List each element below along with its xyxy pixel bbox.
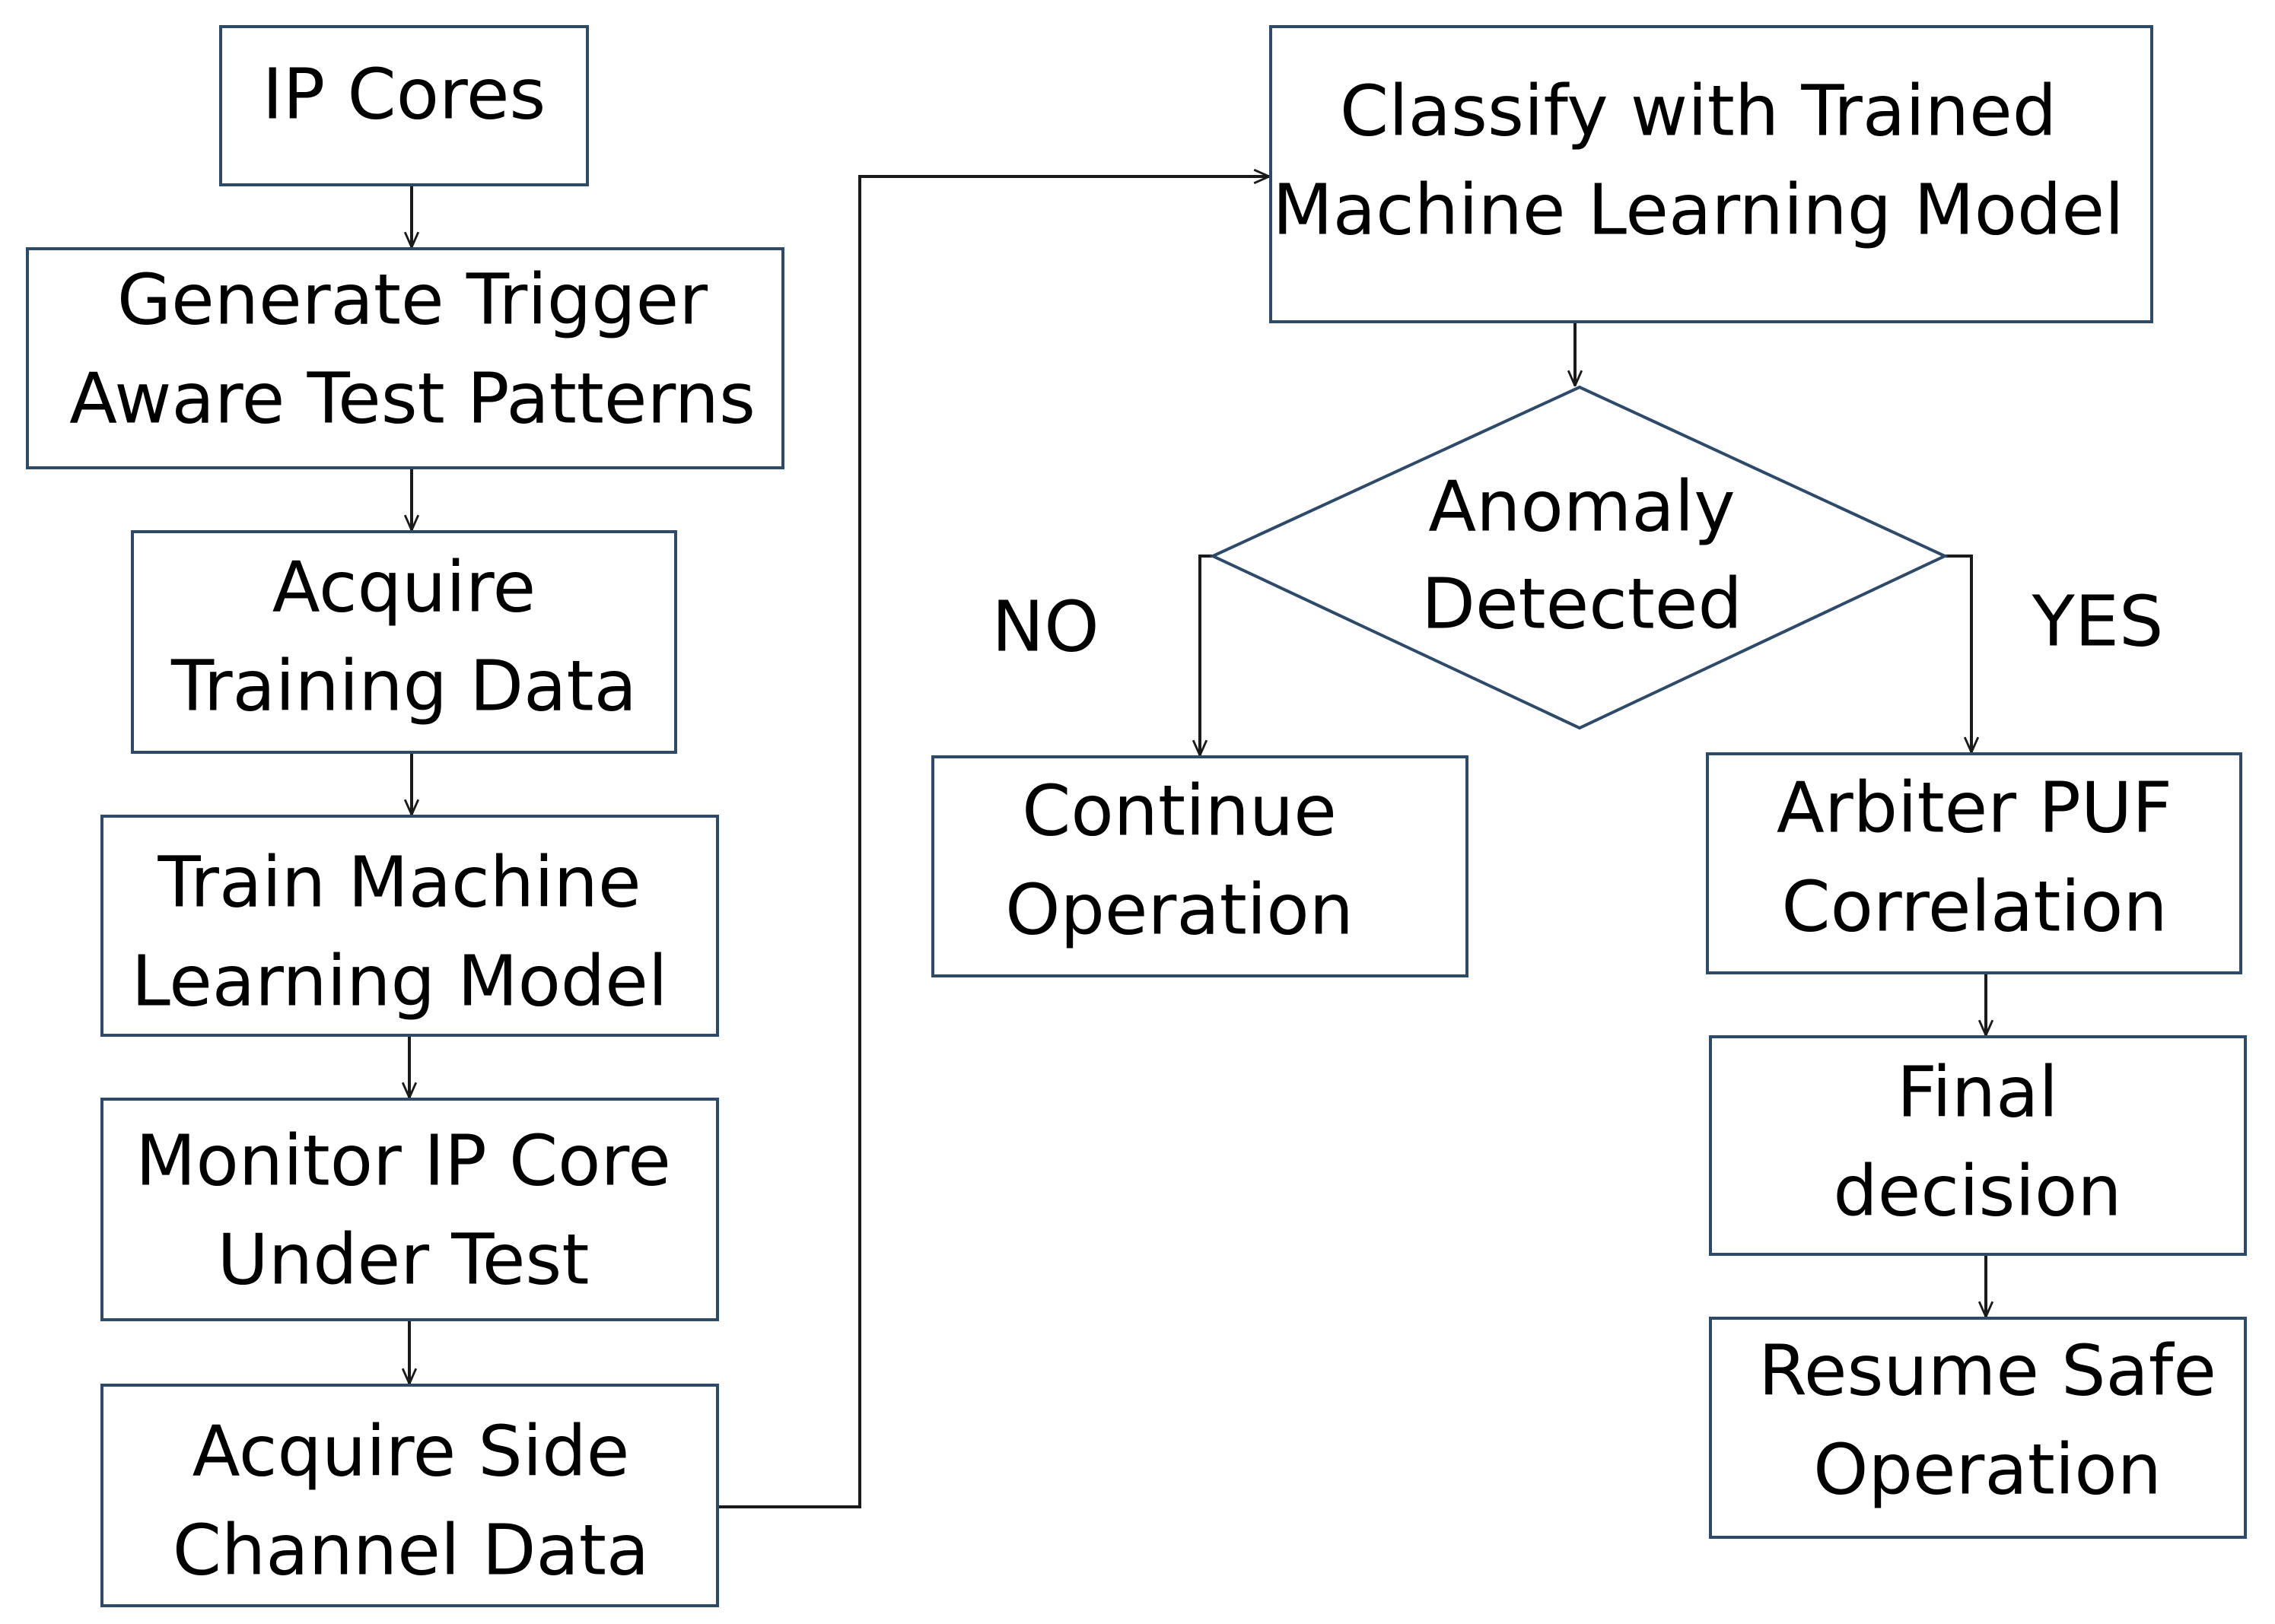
node-acquire-training-line-1: Acquire [272,546,536,628]
node-monitor-ip-core: Monitor IP Core Under Test [100,1098,719,1321]
node-monitor-line-2: Under Test [218,1219,590,1300]
node-resume-line-1: Resume Safe [1758,1330,2216,1411]
node-classify-line-1: Classify with Trained [1340,70,2057,151]
node-final-decision: Final decision [1709,1035,2247,1256]
node-continue-operation: Continue Operation [931,755,1468,977]
arrow-anomaly-to-continue [1200,555,1213,755]
node-acquire-side-channel: Acquire Side Channel Data [100,1384,719,1607]
branch-label-no: NO [991,586,1099,667]
decision-anomaly-line-2: Detected [1421,563,1742,644]
node-puf-correlation: Arbiter PUF Correlation [1706,752,2242,974]
node-continue-line-2: Operation [1005,869,1354,950]
node-classify-line-2: Machine Learning Model [1272,169,2124,250]
node-acquire-training-line-2: Training Data [170,645,637,726]
node-resume-safe-operation: Resume Safe Operation [1709,1317,2247,1539]
connectors [409,176,1986,1508]
arrow-acquire-side-to-classify [718,176,1269,1508]
node-train-model-line-1: Train Machine [157,841,641,923]
node-acquire-training-data: Acquire Training Data [131,530,677,754]
arrow-anomaly-to-puf [1945,555,1971,752]
node-puf-line-1: Arbiter PUF [1777,767,2172,848]
node-generate-test-patterns: Generate Trigger Aware Test Patterns [26,247,784,469]
node-ip-cores-label: IP Cores [262,53,546,135]
node-train-model-line-2: Learning Model [132,940,668,1022]
branch-label-yes: YES [2032,580,2164,662]
node-continue-line-1: Continue [1022,770,1337,851]
node-final-line-1: Final [1897,1051,2058,1133]
node-final-line-2: decision [1833,1150,2121,1232]
node-train-model: Train Machine Learning Model [100,815,719,1037]
node-resume-line-2: Operation [1813,1429,2162,1510]
node-acquire-side-line-1: Acquire Side [192,1410,630,1492]
decision-anomaly-detected: Anomaly Detected [1209,385,1949,730]
node-puf-line-2: Correlation [1781,866,2167,947]
node-generate-line-1: Generate Trigger [117,259,708,340]
decision-anomaly-line-1: Anomaly [1428,466,1736,547]
node-generate-line-2: Aware Test Patterns [69,358,756,439]
node-ip-cores: IP Cores [219,25,589,186]
node-classify: Classify with Trained Machine Learning M… [1269,25,2153,323]
node-acquire-side-line-2: Channel Data [173,1509,650,1591]
node-monitor-line-1: Monitor IP Core [135,1120,671,1201]
